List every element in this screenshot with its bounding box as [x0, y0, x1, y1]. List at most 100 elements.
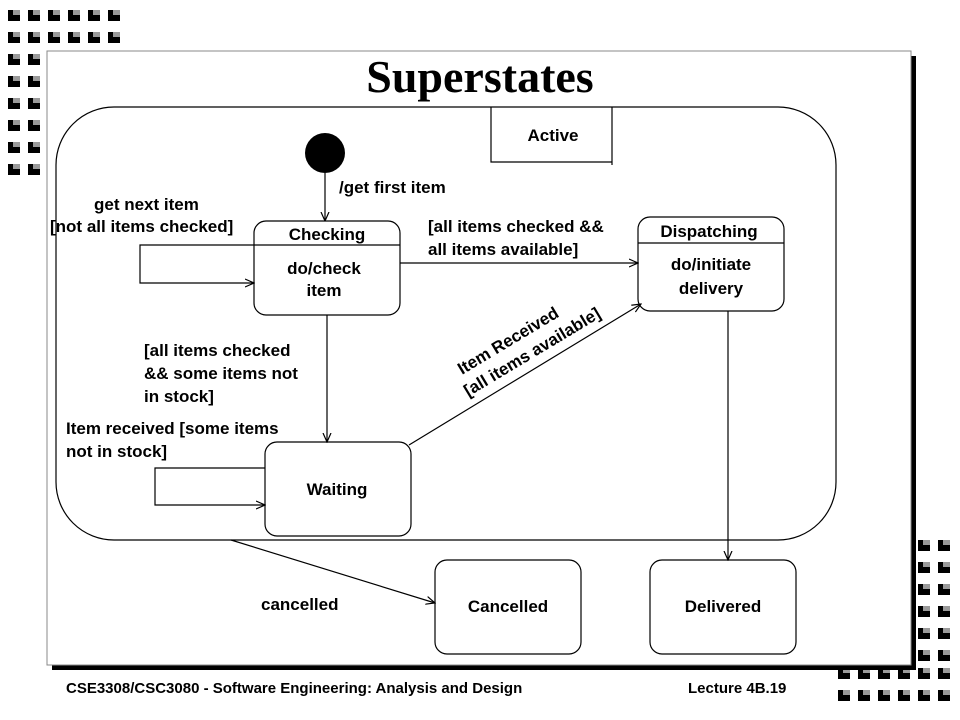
checker-highlight: [53, 10, 60, 15]
checker-square: [938, 690, 950, 701]
checker-square: [8, 32, 20, 43]
checker-square: [28, 76, 40, 87]
checker-highlight: [863, 690, 870, 695]
checker-highlight: [93, 32, 100, 37]
checker-square: [938, 606, 950, 617]
checker-square: [48, 32, 60, 43]
checker-square: [918, 690, 930, 701]
checker-highlight: [903, 668, 910, 673]
checker-highlight: [923, 584, 930, 589]
checker-highlight: [13, 98, 20, 103]
to-waiting-label-line3: in stock]: [144, 387, 214, 406]
checker-square: [938, 584, 950, 595]
checker-square: [48, 10, 60, 21]
checker-square: [878, 690, 890, 701]
slide-title: Superstates: [366, 51, 593, 102]
to-waiting-label-line2: && some items not: [144, 364, 298, 383]
checker-square: [918, 562, 930, 573]
checker-highlight: [13, 32, 20, 37]
checking-activity-line2: item: [307, 281, 342, 300]
checker-square: [918, 668, 930, 679]
checker-highlight: [883, 690, 890, 695]
active-superstate-label: Active: [527, 126, 578, 145]
checker-square: [8, 98, 20, 109]
checker-square: [918, 650, 930, 661]
checker-highlight: [33, 76, 40, 81]
checker-square: [8, 120, 20, 131]
checker-highlight: [943, 562, 950, 567]
checker-highlight: [53, 32, 60, 37]
checker-square: [938, 540, 950, 551]
checking-self-transition-arrow: [139, 244, 254, 283]
waiting-to-dispatching-arrow: [408, 304, 641, 446]
checker-square: [898, 668, 910, 679]
footer-lecture: Lecture 4B.19: [688, 680, 786, 697]
cancelled-state: [434, 559, 582, 655]
checker-highlight: [13, 76, 20, 81]
checker-highlight: [863, 668, 870, 673]
checker-square: [918, 606, 930, 617]
checker-square: [838, 690, 850, 701]
checker-highlight: [923, 668, 930, 673]
checker-square: [28, 10, 40, 21]
checker-highlight: [73, 10, 80, 15]
checker-highlight: [943, 606, 950, 611]
checker-square: [898, 690, 910, 701]
checker-highlight: [943, 650, 950, 655]
checker-highlight: [113, 32, 120, 37]
checker-square: [68, 32, 80, 43]
waiting-self-transition-arrow: [154, 467, 265, 505]
checker-square: [938, 562, 950, 573]
dispatching-activity-line2: delivery: [679, 279, 744, 298]
checker-square: [838, 668, 850, 679]
checker-highlight: [923, 540, 930, 545]
checker-highlight: [843, 690, 850, 695]
checker-square: [28, 54, 40, 65]
checker-square: [28, 164, 40, 175]
checker-square: [8, 164, 20, 175]
to-dispatching-label-line2: all items available]: [428, 240, 578, 259]
checker-highlight: [33, 10, 40, 15]
waiting-self-label-line2: not in stock]: [66, 442, 167, 461]
waiting-state: [264, 441, 412, 537]
checker-square: [28, 142, 40, 153]
dispatching-state-name: Dispatching: [660, 222, 757, 241]
checker-square: [918, 628, 930, 639]
checker-highlight: [33, 120, 40, 125]
waiting-state-name: Waiting: [307, 480, 368, 499]
decorative-checker-pattern: [8, 10, 950, 701]
checker-square: [938, 668, 950, 679]
checker-square: [938, 650, 950, 661]
dispatching-activity-line1: do/initiate: [671, 255, 751, 274]
checker-square: [8, 10, 20, 21]
cancelled-state-name: Cancelled: [468, 597, 548, 616]
checker-highlight: [923, 650, 930, 655]
checker-square: [28, 32, 40, 43]
checker-highlight: [943, 690, 950, 695]
checker-highlight: [943, 628, 950, 633]
checker-highlight: [923, 628, 930, 633]
checker-highlight: [903, 690, 910, 695]
checker-square: [918, 584, 930, 595]
checker-highlight: [33, 98, 40, 103]
checker-square: [8, 76, 20, 87]
to-dispatching-label-line1: [all items checked &&: [428, 217, 604, 236]
checker-square: [918, 540, 930, 551]
checker-highlight: [33, 164, 40, 169]
checker-square: [108, 10, 120, 21]
checker-square: [8, 142, 20, 153]
active-name-tab: [490, 107, 613, 165]
checker-highlight: [33, 54, 40, 59]
checker-square: [858, 668, 870, 679]
active-to-cancelled-arrow: [230, 539, 435, 603]
checker-highlight: [883, 668, 890, 673]
checker-highlight: [943, 668, 950, 673]
checker-square: [68, 10, 80, 21]
checker-highlight: [13, 10, 20, 15]
checker-highlight: [843, 668, 850, 673]
checker-highlight: [113, 10, 120, 15]
cancel-transition-label: cancelled: [261, 595, 339, 614]
checker-highlight: [943, 584, 950, 589]
checker-highlight: [33, 142, 40, 147]
waiting-self-label-line1: Item received [some items: [66, 419, 279, 438]
